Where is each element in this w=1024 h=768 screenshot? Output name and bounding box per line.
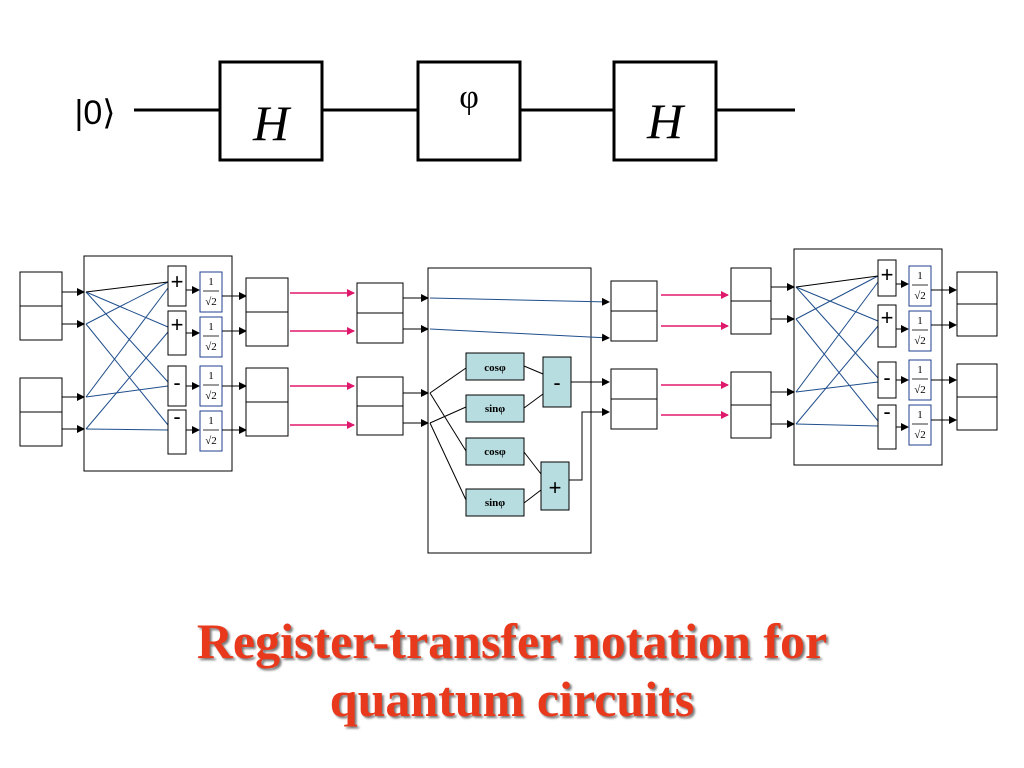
svg-text:√2: √2 <box>205 390 217 402</box>
svg-text:cosφ: cosφ <box>484 446 506 458</box>
quantum-circuit: |0⟩ H φ H <box>74 60 795 162</box>
hadamard-gate-1 <box>218 60 324 162</box>
scale-arrows <box>896 280 909 431</box>
fraction-box: 1 √2 <box>908 359 932 401</box>
subtractor-block <box>542 356 572 408</box>
transfer-arrows-2 <box>661 291 729 419</box>
scale-arrows <box>186 286 200 434</box>
adder-block <box>877 304 897 348</box>
phase-unit: cosφ sinφ cosφ sinφ - + <box>427 267 610 554</box>
hadamard-gate-2-label: H <box>646 93 686 149</box>
subtractor-op: - <box>173 404 180 429</box>
crossover-wires <box>85 281 169 431</box>
subtractor-block <box>167 409 187 455</box>
slide-title-line-1: Register-transfer notation for <box>196 613 828 669</box>
fraction-box: 1 √2 <box>908 404 932 446</box>
stage-3-input-registers <box>730 267 795 439</box>
sin-multiplier <box>465 394 525 423</box>
hadamard-unit-frame <box>83 255 233 472</box>
adder-op: + <box>881 305 894 330</box>
stage-1-input-registers <box>19 271 85 447</box>
svg-text:1: 1 <box>208 370 214 382</box>
subtractor-op: - <box>173 370 180 395</box>
slide-title-line-2: quantum circuits <box>329 671 695 727</box>
stage-2-input-registers <box>356 282 429 436</box>
hadamard-unit-frame <box>793 248 943 466</box>
svg-text:√2: √2 <box>205 341 217 353</box>
transfer-arrows-1 <box>290 289 355 429</box>
fraction-box: 1 √2 <box>908 265 932 307</box>
stage-2-output-registers <box>610 280 658 430</box>
svg-text:√2: √2 <box>205 296 217 308</box>
fraction-box: 1 √2 <box>199 271 223 313</box>
svg-text:1: 1 <box>917 409 923 421</box>
fraction-box: 1 √2 <box>199 410 223 452</box>
adder-op: + <box>171 312 184 337</box>
hadamard-unit-1: + + - - 1 √2 1 √2 1 √2 <box>83 255 247 472</box>
svg-text:√2: √2 <box>205 435 217 447</box>
adder-op: + <box>881 262 894 287</box>
adder-op: + <box>549 475 562 500</box>
phase-gate <box>416 60 522 162</box>
svg-text:sinφ: sinφ <box>485 403 505 415</box>
cos-multiplier <box>465 437 525 466</box>
svg-text:sinφ: sinφ <box>485 497 505 509</box>
fraction-box: 1 √2 <box>199 365 223 407</box>
subtractor-op: - <box>883 399 890 424</box>
hadamard-unit-2: + + - - 1 √2 1 √2 1 √2 <box>793 248 957 466</box>
slide-title: Register-transfer notation for quantum c… <box>0 612 1024 728</box>
svg-text:1: 1 <box>917 315 923 327</box>
crossover-wires <box>795 275 879 427</box>
ket-zero-label: |0⟩ <box>74 94 115 132</box>
fraction-box: 1 √2 <box>199 316 223 358</box>
svg-text:√2: √2 <box>914 335 926 347</box>
hadamard-gate-2 <box>612 60 718 162</box>
svg-text:√2: √2 <box>914 429 926 441</box>
svg-text:cosφ: cosφ <box>484 362 506 374</box>
svg-text:√2: √2 <box>914 290 926 302</box>
phase-unit-frame <box>427 267 592 554</box>
hadamard-gate-1-label: H <box>252 95 292 151</box>
stage-3-output-registers <box>956 271 998 431</box>
svg-text:1: 1 <box>917 364 923 376</box>
adder-block <box>540 461 570 511</box>
adder-op: + <box>171 269 184 294</box>
svg-text:1: 1 <box>208 415 214 427</box>
subtractor-op: - <box>883 365 890 390</box>
svg-text:1: 1 <box>917 270 923 282</box>
subtractor-op: - <box>553 370 560 395</box>
adder-block <box>167 265 187 307</box>
svg-text:1: 1 <box>208 276 214 288</box>
fraction-box: 1 √2 <box>908 310 932 352</box>
stage-1-output-registers <box>245 277 289 437</box>
svg-text:√2: √2 <box>914 384 926 396</box>
svg-text:1: 1 <box>208 321 214 333</box>
adder-block <box>877 259 897 297</box>
phase-gate-label: φ <box>459 79 479 116</box>
